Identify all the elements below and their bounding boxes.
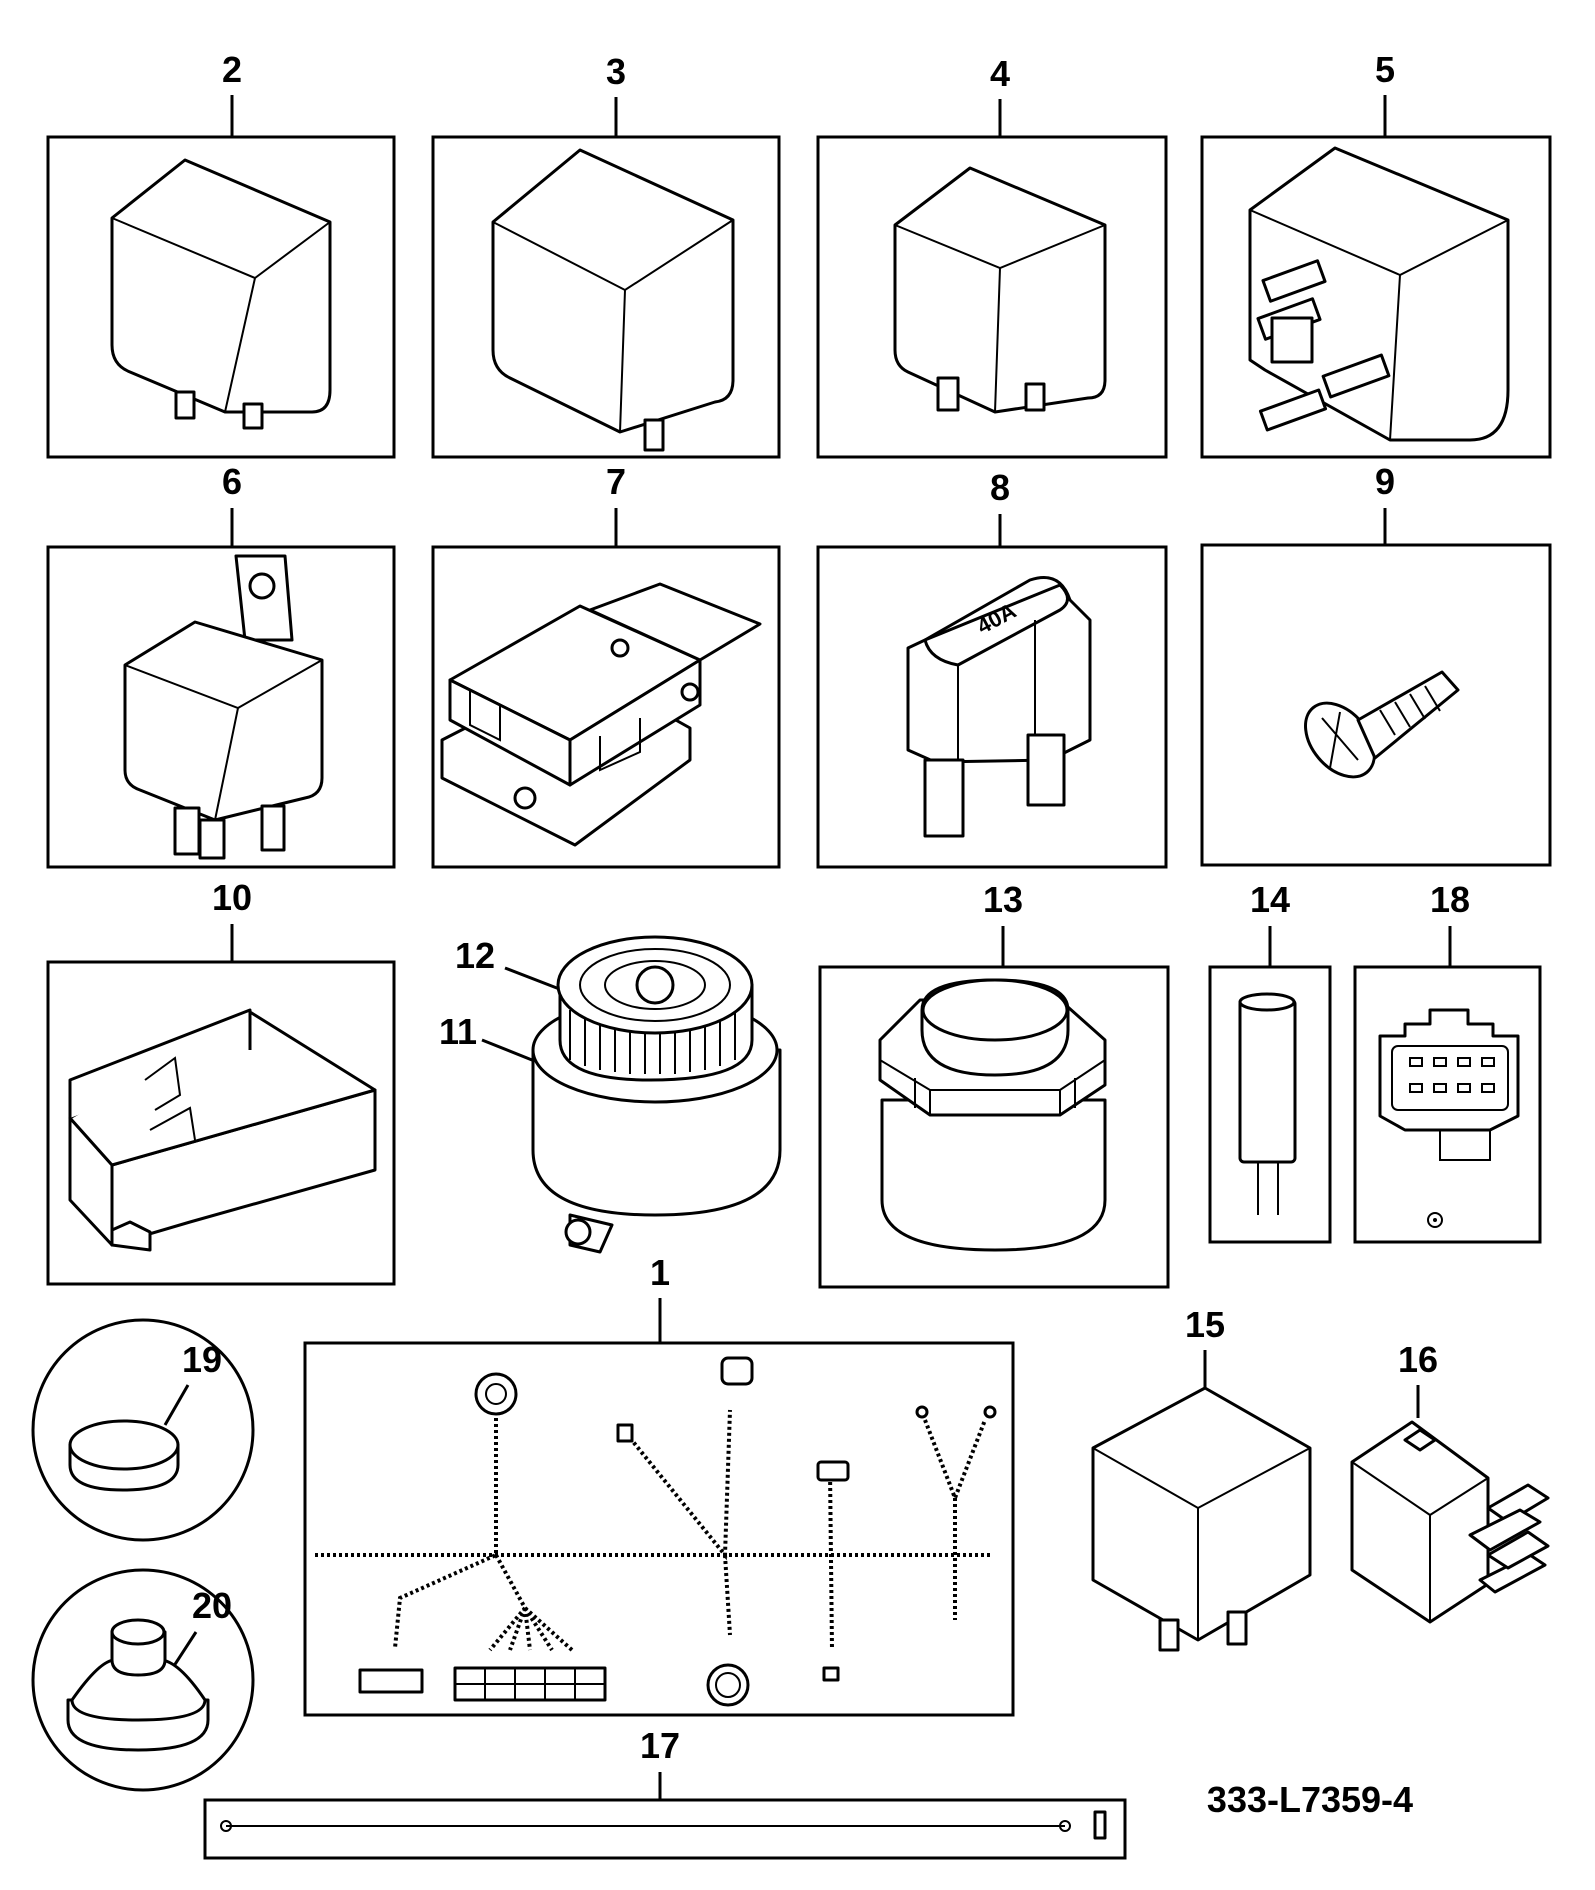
part-2-relay: 2 <box>46 49 396 459</box>
callout-15: 15 <box>1185 1304 1225 1345</box>
part-19-blanking-plug: 19 <box>31 1318 255 1542</box>
callout-12: 12 <box>455 935 495 976</box>
callout-3: 3 <box>606 51 626 92</box>
callout-17: 17 <box>640 1725 680 1766</box>
part-6-relay-with-bracket: 6 <box>46 461 396 869</box>
part-8-fuse: 8 40A <box>816 467 1168 869</box>
callout-13: 13 <box>983 879 1023 920</box>
callout-9: 9 <box>1375 461 1395 502</box>
diagram-reference-code: 333-L7359-4 <box>1207 1779 1413 1820</box>
part-11-12-buzzer: 12 11 <box>439 935 782 1254</box>
part-15-relay: 15 <box>1091 1304 1312 1652</box>
part-7-fuse-holder: 7 <box>431 461 781 869</box>
callout-19: 19 <box>182 1339 222 1380</box>
callout-5: 5 <box>1375 49 1395 90</box>
part-9-screw: 9 <box>1200 461 1552 867</box>
callout-7: 7 <box>606 461 626 502</box>
part-4-relay: 4 <box>816 53 1168 459</box>
callout-4: 4 <box>990 53 1010 94</box>
part-14-diode: 14 <box>1208 879 1332 1244</box>
part-13-switch-cap: 13 <box>818 879 1170 1289</box>
part-17-strip: 17 <box>203 1725 1127 1860</box>
callout-14: 14 <box>1250 879 1290 920</box>
callout-20: 20 <box>192 1585 232 1626</box>
callout-1: 1 <box>650 1252 670 1293</box>
callout-6: 6 <box>222 461 242 502</box>
callout-2: 2 <box>222 49 242 90</box>
part-3-relay: 3 <box>431 51 781 459</box>
callout-18: 18 <box>1430 879 1470 920</box>
part-20-grommet: 20 <box>31 1568 255 1792</box>
part-18-connector: 18 <box>1353 879 1542 1244</box>
part-16-relay: 16 <box>1350 1339 1550 1624</box>
part-5-relay: 5 <box>1200 49 1552 459</box>
part-10-relay-cover-tray: 10 <box>46 877 396 1286</box>
callout-10: 10 <box>212 877 252 918</box>
callout-16: 16 <box>1398 1339 1438 1380</box>
part-1-wiring-harness: 1 <box>303 1252 1015 1717</box>
callout-11: 11 <box>439 1011 477 1052</box>
callout-8: 8 <box>990 467 1010 508</box>
